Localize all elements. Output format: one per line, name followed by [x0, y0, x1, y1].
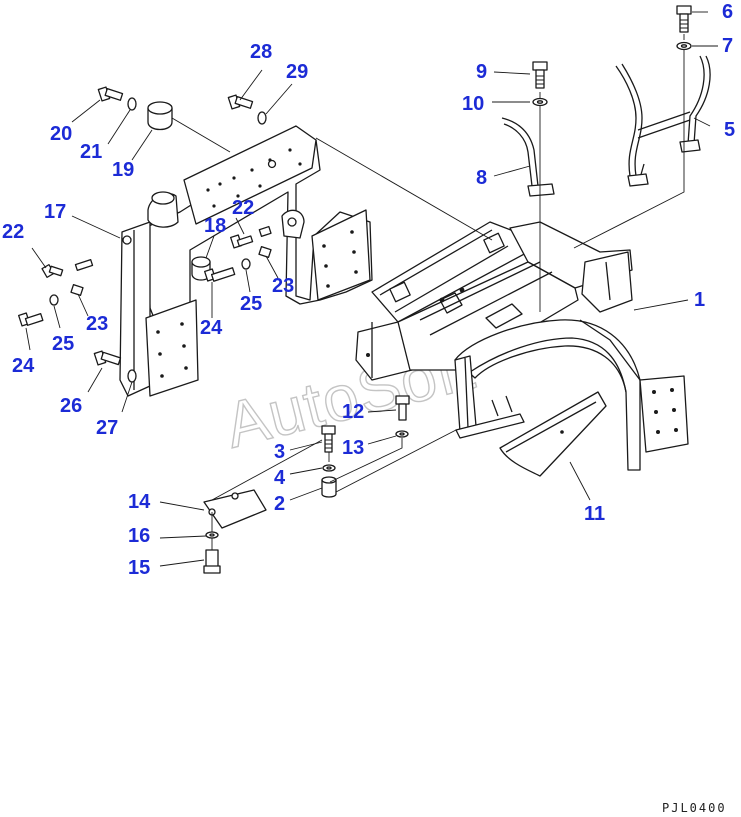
- callout-24-left: 24: [12, 355, 35, 377]
- washer-part-13: [395, 430, 409, 438]
- callout-24-right: 24: [200, 317, 223, 339]
- callout-15: 15: [128, 557, 150, 579]
- drawing-code: PJL0400: [662, 801, 727, 815]
- callout-22-right: 22: [232, 197, 254, 219]
- bolt-part-22-left: [41, 264, 64, 278]
- bolt-part-26: [93, 350, 122, 366]
- washer-part-25-right: [241, 258, 251, 270]
- bracket-part-8: [501, 117, 555, 197]
- callout-12: 12: [342, 401, 364, 423]
- callout-19: 19: [112, 159, 134, 181]
- callout-18: 18: [204, 215, 226, 237]
- callout-5: 5: [724, 119, 735, 141]
- rubber-mount-part-19: [147, 101, 173, 131]
- callout-16: 16: [128, 525, 150, 547]
- callout-2: 2: [274, 493, 285, 515]
- washer-part-16: [205, 531, 219, 539]
- spacer-part-2: [321, 476, 337, 498]
- callout-20: 20: [50, 123, 72, 145]
- washer-part-21: [127, 97, 137, 111]
- callout-29: 29: [286, 61, 308, 83]
- bolt-part-28: [227, 94, 254, 110]
- bolt-part-6: [676, 5, 692, 33]
- main-frame-part: [355, 221, 689, 471]
- callout-10: 10: [462, 93, 484, 115]
- bolt-part-12: [395, 395, 410, 421]
- pin-part-17: [74, 259, 94, 271]
- callout-25-left: 25: [52, 333, 74, 355]
- callout-25-right: 25: [240, 293, 262, 315]
- callout-26: 26: [60, 395, 82, 417]
- bolt-part-24-left: [18, 312, 44, 327]
- callout-22-left: 22: [2, 221, 24, 243]
- bolt-part-3: [321, 425, 336, 453]
- callout-1: 1: [694, 289, 705, 311]
- callout-13: 13: [342, 437, 364, 459]
- callout-11: 11: [584, 503, 605, 525]
- callout-6: 6: [722, 1, 733, 23]
- callout-4: 4: [274, 467, 286, 489]
- clip-part-23-left: [70, 284, 84, 296]
- washer-part-10: [532, 97, 548, 107]
- callout-labels: 1 2 3 4 5 6 7 8 9 10 11 12 13 14 15 16 1…: [2, 1, 735, 579]
- callout-17: 17: [44, 201, 66, 223]
- callout-9: 9: [476, 61, 487, 83]
- fender-cover-part: [499, 391, 607, 477]
- washer-part-4: [322, 464, 336, 472]
- callout-21: 21: [80, 141, 102, 163]
- left-support-bracket-part: [119, 125, 373, 397]
- assembly-lines: [171, 34, 685, 550]
- washer-part-7: [676, 41, 692, 51]
- callout-28: 28: [250, 41, 272, 63]
- washer-part-27: [127, 369, 137, 383]
- bolt-part-20: [97, 86, 124, 102]
- washer-part-29: [257, 111, 267, 125]
- callout-8: 8: [476, 167, 487, 189]
- bolt-part-9: [532, 61, 548, 89]
- callout-3: 3: [274, 441, 285, 463]
- callout-27: 27: [96, 417, 118, 439]
- callout-23-left: 23: [86, 313, 108, 335]
- clip-part-23-right: [258, 246, 272, 258]
- bolt-part-15: [203, 549, 221, 574]
- plate-part-14: [203, 489, 267, 529]
- callout-14: 14: [128, 491, 151, 513]
- washer-part-25-left: [49, 294, 59, 306]
- callout-23-right: 23: [272, 275, 294, 297]
- bolt-part-22-right: [230, 225, 272, 249]
- callout-7: 7: [722, 35, 733, 57]
- bolt-part-24-right: [204, 267, 236, 282]
- callout-leaders: [25, 11, 718, 567]
- handrail-part-5: [615, 55, 711, 187]
